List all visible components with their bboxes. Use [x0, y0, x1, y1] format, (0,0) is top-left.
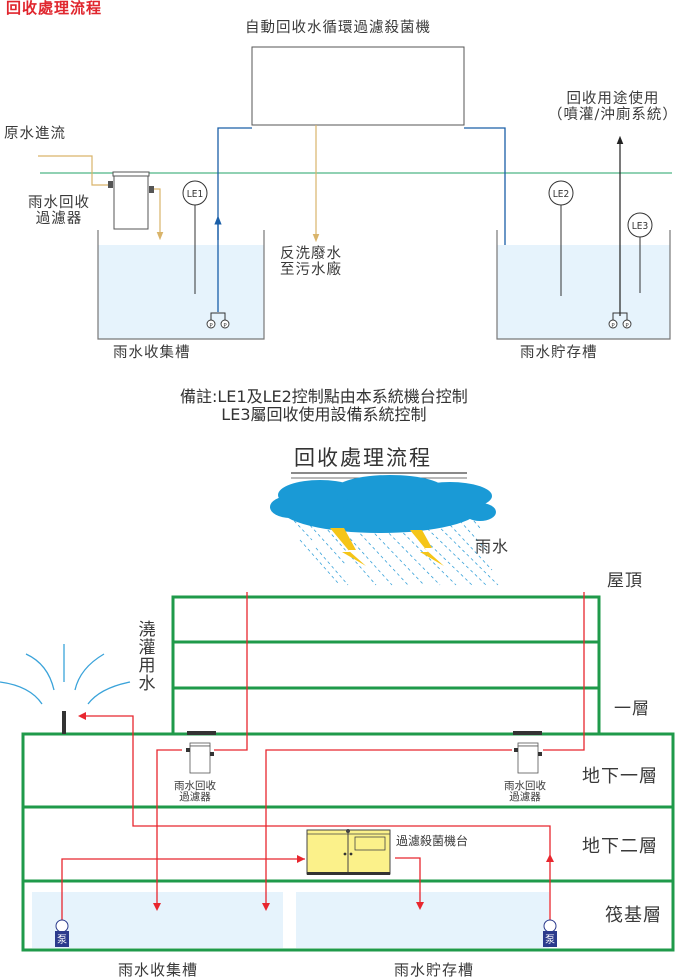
sterilizer-machine-box — [251, 46, 465, 126]
rain-filter-label-line2: 過濾器 — [35, 210, 83, 227]
sensor-le2: LE2 — [548, 180, 574, 296]
bottom-collection-tank-label: 雨水收集槽 — [118, 961, 199, 979]
rain-filter-label: 雨水回收 過濾器 — [28, 195, 90, 228]
sprinkler-icon — [0, 644, 131, 734]
machine-title: 自動回收水循環過濾殺菌機 — [245, 20, 431, 36]
backwash-label-line2: 至污水廠 — [280, 261, 342, 278]
pump-collection: 泵 — [55, 919, 69, 947]
collection-tank-wall — [97, 230, 265, 340]
pump-supply-pipe — [217, 127, 252, 312]
rain-filter-b1-left — [186, 742, 214, 774]
rain-streaks — [285, 511, 499, 586]
rain-filter-top — [108, 171, 154, 230]
roof-drain-right — [513, 731, 542, 735]
storage-tank-wall — [496, 230, 671, 340]
sterilizer-label: 過濾殺菌機台 — [396, 834, 469, 848]
irrigation-label: 澆灌用水 — [138, 620, 156, 694]
sensor-le1-label: LE1 — [187, 189, 203, 200]
rain-label: 雨水 — [475, 537, 510, 556]
control-note-line1: 備註:LE1及LE2控制點由本系統機台控制 — [180, 387, 468, 406]
control-note-line2: LE3屬回收使用設備系統控制 — [221, 405, 427, 425]
red-arrowheads — [78, 712, 554, 911]
b1-filter-left-label-line1: 雨水回收 — [174, 780, 216, 792]
sensor-le3-label: LE3 — [632, 221, 648, 232]
roof-drain-left — [187, 731, 216, 735]
raw-water-pipe — [38, 155, 108, 186]
collection-tank-water — [98, 245, 264, 339]
lightning-icon — [330, 528, 444, 566]
pump-storage: 泵 — [543, 919, 557, 947]
storage-tank-bottom — [296, 892, 549, 948]
reuse-label: 回收用途使用 （噴灌/沖廁系統） — [548, 91, 678, 124]
b1-filter-right-label-line2: 過濾器 — [509, 791, 541, 804]
building-upper — [171, 595, 601, 736]
backwash-label: 反洗廢水 至污水廠 — [280, 246, 342, 279]
pump-symbol: P — [611, 323, 615, 329]
b1-filter-left-label: 雨水回收 過濾器 — [174, 780, 216, 804]
floor-label-1f: 一層 — [614, 699, 650, 719]
backwash-label-line1: 反洗廢水 — [280, 246, 342, 262]
floor-label-b1: 地下一層 — [582, 766, 658, 787]
bottom-storage-tank-label: 雨水貯存槽 — [394, 961, 475, 979]
control-note: 備註:LE1及LE2控制點由本系統機台控制 LE3屬回收使用設備系統控制 — [180, 387, 468, 425]
storage-tank-water — [497, 245, 670, 339]
raw-water-inflow-label: 原水進流 — [4, 126, 66, 142]
filter-outflow-pipe — [154, 188, 164, 241]
storage-tank-label: 雨水貯存槽 — [520, 345, 598, 361]
sterilizer-cabinet — [306, 829, 391, 875]
pump-storage-label: 泵 — [545, 934, 555, 946]
sensor-le2-label: LE2 — [553, 189, 569, 200]
b1-filter-left-label-line2: 過濾器 — [179, 791, 211, 804]
floor-label-raft: 筏基層 — [605, 905, 662, 926]
pump-symbol: P — [625, 323, 629, 329]
sensor-le3: LE3 — [627, 212, 653, 293]
pumps-right: P P — [608, 312, 632, 329]
cloud-icon — [270, 475, 496, 533]
building-basement — [21, 732, 675, 952]
b1-filter-right-label: 雨水回收 過濾器 — [504, 780, 546, 804]
floor-label-roof: 屋頂 — [607, 571, 643, 591]
pump-symbol: P — [223, 323, 227, 329]
storage-supply-pipe — [464, 127, 509, 281]
pump-symbol: P — [209, 323, 213, 329]
page-title: 回收處理流程 — [6, 0, 103, 17]
floor-label-b2: 地下二層 — [582, 836, 658, 857]
b1-filter-right-label-line1: 雨水回收 — [504, 780, 546, 792]
rain-filter-b1-right — [514, 742, 542, 774]
rain-filter-label-line1: 雨水回收 — [28, 195, 90, 211]
sensor-le1: LE1 — [182, 180, 208, 294]
reuse-label-line1: 回收用途使用 — [566, 91, 660, 107]
flow-title: 回收處理流程 — [294, 446, 432, 470]
pumps-left: P P — [206, 312, 230, 329]
collection-tank-label: 雨水收集槽 — [113, 345, 191, 361]
reuse-label-line2: （噴灌/沖廁系統） — [548, 106, 678, 123]
pump-collection-label: 泵 — [57, 934, 67, 946]
